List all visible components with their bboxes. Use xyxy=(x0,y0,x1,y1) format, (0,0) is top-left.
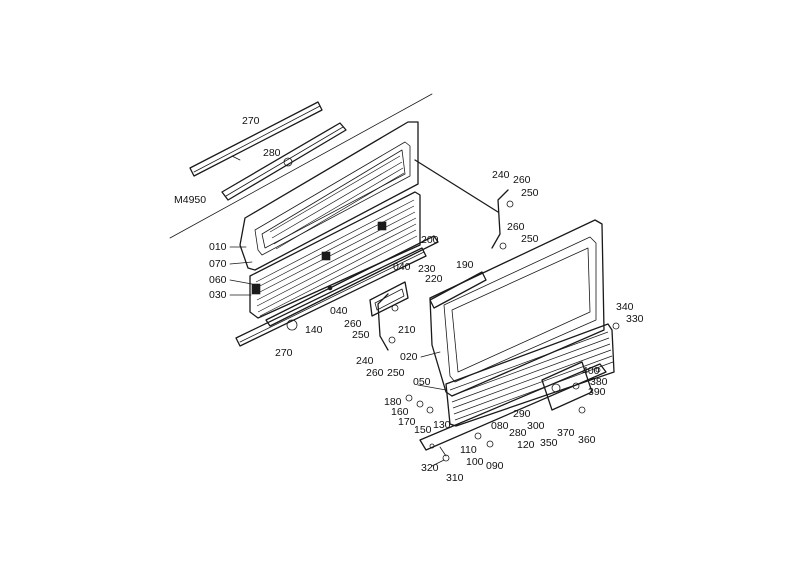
label-350: 350 xyxy=(540,437,558,449)
label-300: 300 xyxy=(527,420,545,432)
label-070: 070 xyxy=(209,258,227,270)
label-170: 170 xyxy=(398,416,416,428)
part-040-strip xyxy=(265,235,439,327)
label-250d: 250 xyxy=(387,367,405,379)
label-150: 150 xyxy=(414,424,432,436)
label-280: 280 xyxy=(263,147,281,159)
label-330: 330 xyxy=(626,313,644,325)
label-380: 380 xyxy=(590,376,608,388)
part-bottom-rail xyxy=(419,363,607,451)
label-250a: 250 xyxy=(521,187,539,199)
label-370: 370 xyxy=(557,427,575,439)
label-290: 290 xyxy=(513,408,531,420)
label-260d: 260 xyxy=(366,367,384,379)
leader-lines xyxy=(229,246,447,467)
part-270-top-rail xyxy=(189,101,323,177)
label-190: 190 xyxy=(456,259,474,271)
label-010: 010 xyxy=(209,241,227,253)
label-030: 030 xyxy=(209,289,227,301)
label-310: 310 xyxy=(446,472,464,484)
part-350-bracket xyxy=(541,361,593,411)
label-230: 230 xyxy=(418,263,436,275)
label-390: 390 xyxy=(588,386,606,398)
label-260a: 260 xyxy=(513,174,531,186)
label-160: 160 xyxy=(391,406,409,418)
label-120: 120 xyxy=(517,439,535,451)
label-340: 340 xyxy=(616,301,634,313)
label-130: 130 xyxy=(433,419,451,431)
part-200-handle xyxy=(369,281,409,317)
fasteners xyxy=(391,304,620,462)
part-270-lower-rail xyxy=(235,247,427,347)
label-180: 180 xyxy=(384,396,402,408)
label-140: 140 xyxy=(305,324,323,336)
label-210: 210 xyxy=(398,324,416,336)
label-240b: 240 xyxy=(356,355,374,367)
label-360: 360 xyxy=(578,434,596,446)
label-260b: 260 xyxy=(507,221,525,233)
label-040a: 040 xyxy=(330,305,348,317)
label-020: 020 xyxy=(400,351,418,363)
label-400: 400 xyxy=(582,365,600,377)
part-240-rod-lower xyxy=(377,293,396,351)
label-060: 060 xyxy=(209,274,227,286)
label-110: 110 xyxy=(460,444,477,456)
part-020-front-panel xyxy=(429,219,605,397)
label-050: 050 xyxy=(413,376,431,388)
part-010-back-panel xyxy=(239,121,499,271)
label-270b: 270 xyxy=(275,347,293,359)
label-090: 090 xyxy=(486,460,504,472)
label-270a: 270 xyxy=(242,115,260,127)
part-280-top-rail xyxy=(221,122,347,201)
part-240-rod-upper xyxy=(491,189,514,250)
label-280b: 280 xyxy=(509,427,527,439)
label-250c: 250 xyxy=(352,329,370,341)
drawing-code: M4950 xyxy=(174,194,206,206)
label-220: 220 xyxy=(425,273,443,285)
part-050-bottom-panel xyxy=(445,323,615,427)
part-030-inner-panel xyxy=(249,191,421,319)
label-040b: 040 xyxy=(393,261,411,273)
label-260c: 260 xyxy=(344,318,362,330)
label-200: 200 xyxy=(421,234,439,246)
label-250b: 250 xyxy=(521,233,539,245)
label-240a: 240 xyxy=(492,169,510,181)
separator-line xyxy=(169,93,433,239)
label-080: 080 xyxy=(491,420,509,432)
label-100: 100 xyxy=(466,456,484,468)
